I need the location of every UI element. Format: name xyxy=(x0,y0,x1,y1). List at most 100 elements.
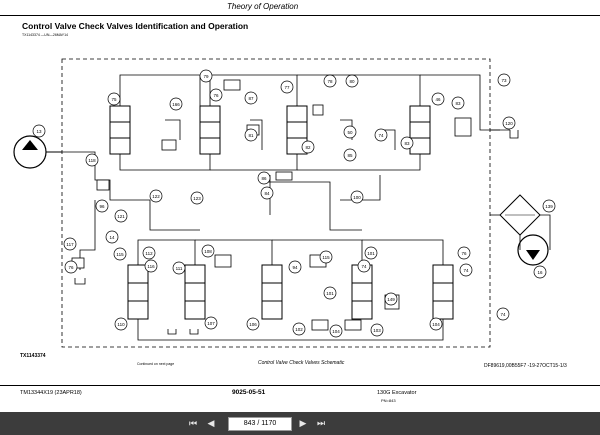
svg-text:104: 104 xyxy=(332,329,340,334)
continued-note: Continued on next page xyxy=(137,362,175,366)
page-header: Theory of Operation xyxy=(0,0,600,16)
callout-108: 108 xyxy=(201,244,215,258)
svg-text:115: 115 xyxy=(322,255,330,260)
callout-13: 13 xyxy=(32,124,46,138)
valve-stacks-upper xyxy=(109,105,431,155)
prev-page-icon[interactable]: ◀ xyxy=(207,418,215,428)
svg-text:14: 14 xyxy=(109,235,115,240)
svg-text:117: 117 xyxy=(66,242,74,247)
callout-77: 77 xyxy=(280,80,294,94)
callout-123: 123 xyxy=(190,191,204,205)
callout-16: 16 xyxy=(533,265,547,279)
svg-text:87: 87 xyxy=(248,96,254,101)
next-page-icon[interactable]: ▶ xyxy=(299,418,307,428)
svg-text:76: 76 xyxy=(213,93,219,98)
svg-text:83: 83 xyxy=(455,101,461,106)
callout-166: 166 xyxy=(169,97,183,111)
schematic-ref: TX1143374 xyxy=(20,353,46,359)
callout-78: 78 xyxy=(323,74,337,88)
svg-text:112: 112 xyxy=(145,251,153,256)
svg-text:100: 100 xyxy=(353,195,361,200)
callout-111: 111 xyxy=(172,261,186,275)
motor-16-icon xyxy=(517,234,549,266)
first-page-icon[interactable]: ⏮ xyxy=(188,418,198,428)
svg-text:106: 106 xyxy=(249,322,257,327)
page-indicator[interactable]: 843 / 1170 xyxy=(228,417,292,431)
footer-machine: 130G Excavator xyxy=(377,390,417,396)
svg-text:74: 74 xyxy=(378,133,384,138)
callout-94: 94 xyxy=(288,260,302,274)
callout-122: 122 xyxy=(149,189,163,203)
svg-text:115: 115 xyxy=(116,252,124,257)
svg-text:103: 103 xyxy=(373,328,381,333)
callout-117: 117 xyxy=(63,237,77,251)
callout-121: 121 xyxy=(114,209,128,223)
callout-102: 102 xyxy=(292,322,306,336)
callout-104b: 104 xyxy=(429,317,443,331)
svg-text:102: 102 xyxy=(295,327,303,332)
callout-115: 115 xyxy=(113,247,127,261)
callout-101: 101 xyxy=(364,246,378,260)
svg-text:16: 16 xyxy=(537,270,543,275)
title-id: TX1143374 —UN—26MAY14 xyxy=(22,33,68,37)
viewer-toolbar: ⏮ ◀ 843 / 1170 ▶ ⏭ xyxy=(0,412,600,435)
svg-text:73: 73 xyxy=(501,78,507,83)
svg-text:111: 111 xyxy=(176,266,183,271)
svg-text:13: 13 xyxy=(36,129,42,134)
callout-50: 50 xyxy=(343,125,357,139)
svg-text:74: 74 xyxy=(361,264,367,269)
header-rule xyxy=(0,15,600,16)
callout-76: 76 xyxy=(209,88,223,102)
callout-82: 82 xyxy=(301,140,315,154)
callout-80: 80 xyxy=(345,74,359,88)
footer-rule xyxy=(0,385,600,386)
schematic-border xyxy=(61,58,491,348)
svg-text:46: 46 xyxy=(435,97,441,102)
callout-83b: 83 xyxy=(451,96,465,110)
svg-text:79: 79 xyxy=(203,74,209,79)
callout-112: 112 xyxy=(142,246,156,260)
callout-120: 120 xyxy=(502,116,516,130)
callout-101b: 101 xyxy=(323,286,337,300)
document-page: Theory of Operation Control Valve Check … xyxy=(0,0,600,412)
svg-text:108: 108 xyxy=(204,249,212,254)
svg-text:104: 104 xyxy=(432,322,440,327)
cooler-icon xyxy=(499,194,541,236)
callout-100: 100 xyxy=(350,190,364,204)
svg-text:121: 121 xyxy=(117,214,125,219)
hydraulic-schematic: 75 166 79 76 87 77 78 82 81 50 80 85 74 … xyxy=(13,58,556,348)
svg-text:74: 74 xyxy=(500,312,506,317)
callout-149: 149 xyxy=(384,292,398,306)
svg-text:83: 83 xyxy=(404,141,410,146)
svg-text:149: 149 xyxy=(387,297,395,302)
svg-text:50: 50 xyxy=(347,130,353,135)
callout-103: 103 xyxy=(370,323,384,337)
svg-text:96: 96 xyxy=(99,204,105,209)
callout-74c: 74 xyxy=(459,263,473,277)
svg-text:85: 85 xyxy=(347,153,353,158)
last-page-icon[interactable]: ⏭ xyxy=(316,418,326,428)
page-title: Control Valve Check Valves Identificatio… xyxy=(22,21,249,31)
svg-text:101: 101 xyxy=(326,291,334,296)
callout-76c: 76 xyxy=(457,246,471,260)
svg-text:76: 76 xyxy=(461,251,467,256)
callout-73: 73 xyxy=(497,73,511,87)
svg-text:94: 94 xyxy=(292,265,298,270)
svg-text:84: 84 xyxy=(264,191,270,196)
svg-text:116: 116 xyxy=(147,264,155,269)
svg-text:80: 80 xyxy=(349,79,355,84)
svg-text:107: 107 xyxy=(207,321,215,326)
footer-doc-id: TM13344X19 (23APR18) xyxy=(20,390,82,396)
callout-85: 85 xyxy=(343,148,357,162)
footer-page-label: PN=843 xyxy=(381,398,396,403)
callout-110: 110 xyxy=(114,317,128,331)
svg-text:101: 101 xyxy=(367,251,375,256)
callout-86: 86 xyxy=(257,171,271,185)
callout-84: 84 xyxy=(260,186,274,200)
callout-104: 104 xyxy=(329,324,343,338)
callout-74d: 74 xyxy=(496,307,510,321)
callout-markers: 75 166 79 76 87 77 78 82 81 50 80 85 74 … xyxy=(32,69,556,338)
callout-79: 79 xyxy=(199,69,213,83)
callout-74: 74 xyxy=(374,128,388,142)
